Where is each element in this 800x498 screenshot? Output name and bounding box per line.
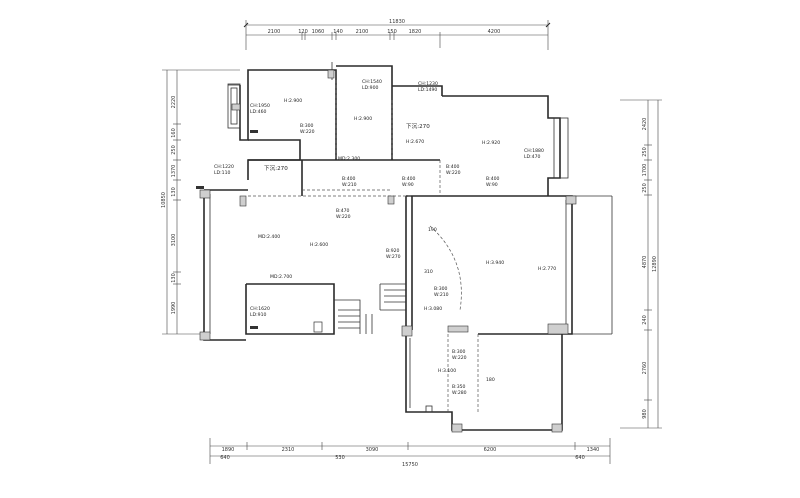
r4-ch: CH:1880 [524, 148, 544, 154]
r1-b: B:300 [300, 123, 314, 129]
top-dim-8: 4200 [488, 29, 501, 35]
corridor-w1: W:210 [342, 182, 357, 188]
bottom-small-3: 640 [575, 455, 585, 461]
top-dim-2: 120 [298, 29, 308, 35]
r2-ld: LD:900 [362, 85, 378, 91]
right-dim-2: 250 [642, 147, 648, 157]
hatched-columns [199, 69, 577, 433]
right-dim-7: 2760 [642, 362, 648, 375]
corridor-md: MD:2.300 [338, 156, 360, 162]
bottom-small-2: 530 [335, 455, 345, 461]
top-dim-4: 140 [333, 29, 343, 35]
top-dim-3: 1060 [312, 29, 325, 35]
living-right-height: H:2.770 [538, 266, 556, 272]
left-dim-8: 1990 [171, 302, 177, 315]
balcony-b2: B:350 [452, 384, 466, 390]
corridor-w2: W:90 [402, 182, 414, 188]
right-dim-6: 240 [642, 315, 648, 325]
r3-ld: LD:1490 [418, 87, 437, 93]
right-total-dim: 12890 [652, 256, 658, 272]
living-b: B:300 [434, 286, 448, 292]
r2-height: H:2.900 [354, 116, 372, 122]
top-total-dim: 11830 [389, 19, 405, 25]
r4-ld: LD:470 [524, 154, 540, 160]
r1-w: W:220 [300, 129, 315, 135]
balcony-height: H:3.100 [438, 368, 456, 374]
right-dim-3: 1700 [642, 164, 648, 177]
balcony-b1: B:300 [452, 349, 466, 355]
r2-ch: CH:1540 [362, 79, 382, 85]
bottom-small-1: 640 [220, 455, 230, 461]
hall-b: B:920 [386, 248, 400, 254]
right-dim-1: 2420 [642, 118, 648, 131]
top-dimensions: 11830 2100 120 1060 140 2100 150 1820 42… [243, 19, 551, 50]
top-dim-1: 2100 [268, 29, 281, 35]
socket-markers [196, 130, 433, 413]
bottom-dimensions: 1890 2310 3090 6200 1340 640 530 640 157… [209, 438, 611, 468]
hall-w: W:270 [386, 254, 401, 260]
r3-height: H:2.670 [406, 139, 424, 145]
corridor-b4: B:400 [486, 176, 500, 182]
hall-190: 190 [428, 227, 437, 233]
kitchen-ld: LD:910 [250, 312, 266, 318]
room-labels: H:2.900 CH:1950 LD:460 B:300 W:220 H:2.9… [214, 79, 556, 396]
corridor-w3: W:220 [446, 170, 461, 176]
bottom-dim-5: 1340 [587, 447, 600, 453]
corridor-b1: B:400 [342, 176, 356, 182]
living-w: W:210 [434, 292, 449, 298]
corridor-b5: B:470 [336, 208, 350, 214]
r3-ch: CH:1230 [418, 81, 438, 87]
kitchen-ch: CH:1620 [250, 306, 270, 312]
left-dim-2: 160 [171, 128, 177, 138]
r4-height: H:2.920 [482, 140, 500, 146]
balcony-w1: W:220 [452, 355, 467, 361]
bottom-dim-1: 1890 [222, 447, 235, 453]
r5-sunken: 下沉:270 [264, 164, 288, 172]
corridor-w4: W:90 [486, 182, 498, 188]
left-dim-1: 2220 [171, 96, 177, 109]
left-dim-6: 3100 [171, 234, 177, 247]
r3-sunken: 下沉:270 [406, 122, 430, 130]
hall-310: 310 [424, 269, 433, 275]
left-dim-3: 250 [171, 145, 177, 155]
kitchen-md: MD:2.700 [270, 274, 292, 280]
balcony-180: 180 [486, 377, 495, 383]
right-dimensions: 12890 2420 250 1700 250 4870 240 2760 98… [620, 99, 662, 429]
bottom-dim-4: 6200 [484, 447, 497, 453]
right-dim-5: 4870 [642, 256, 648, 269]
left-dim-5: 130 [171, 187, 177, 197]
r1-window: CH:1950 [250, 103, 270, 109]
left-total-dim: 10850 [161, 192, 167, 208]
left-dim-4: 1370 [171, 165, 177, 178]
right-dim-4: 250 [642, 183, 648, 193]
corridor-b2: B:400 [402, 176, 416, 182]
r5-ld: LD:110 [214, 170, 230, 176]
walls [203, 62, 613, 431]
stair-treads [338, 289, 406, 334]
corridor-w5: W:220 [336, 214, 351, 220]
bottom-dim-2: 2310 [282, 447, 295, 453]
r1-ld: LD:460 [250, 109, 266, 115]
right-dim-8: 980 [642, 409, 648, 419]
hall-md: MD:2.400 [258, 234, 280, 240]
r1-height: H:2.900 [284, 98, 302, 104]
living-height: H:3.940 [486, 260, 504, 266]
left-dim-7: 130 [171, 273, 177, 283]
balcony-w2: W:280 [452, 390, 467, 396]
left-dimensions: 10850 2220 160 250 1370 130 3100 130 199… [161, 69, 240, 335]
top-dim-7: 1820 [409, 29, 422, 35]
top-dim-6: 150 [387, 29, 397, 35]
bottom-total-dim: 15750 [402, 462, 418, 468]
top-dim-5: 2100 [356, 29, 369, 35]
r5-ch: CH:1220 [214, 164, 234, 170]
corridor-b3: B:400 [446, 164, 460, 170]
living-height-2: H:3.080 [424, 306, 442, 312]
hall-height: H:2.600 [310, 242, 328, 248]
bottom-dim-3: 3090 [366, 447, 379, 453]
